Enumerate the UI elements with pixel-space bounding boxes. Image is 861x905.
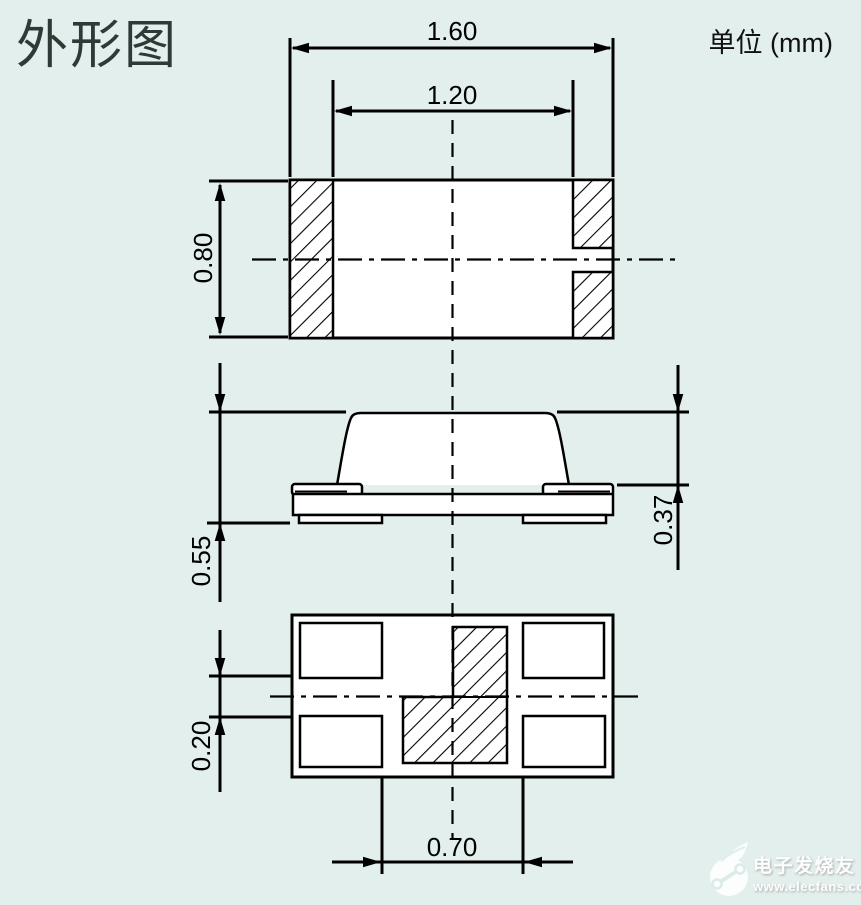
arrowhead — [334, 105, 352, 117]
side-view-left-bottom-pad — [297, 513, 384, 525]
arrowhead — [214, 717, 226, 735]
dim-label-1-20: 1.20 — [427, 80, 478, 110]
watermark-brand-text: 电子发烧友 — [753, 854, 856, 877]
dim-label-1-60: 1.60 — [427, 16, 478, 46]
watermark: 电子发烧友 www.elecfans.com — [710, 842, 861, 896]
bottom-view-pad-bottom-right — [521, 714, 607, 769]
arrowhead — [214, 394, 226, 412]
dimension-overall-width: 0.80 — [188, 179, 288, 339]
arrowhead — [214, 658, 226, 676]
arrowhead — [214, 317, 226, 335]
dimension-inner-length: 1.20 — [331, 80, 575, 177]
unit-label: 单位 (mm) — [709, 28, 833, 58]
arrowhead — [554, 105, 572, 117]
dimension-overall-length: 1.60 — [288, 16, 615, 177]
top-view-right-electrode-hatch-upper — [571, 178, 615, 250]
arrowhead — [524, 856, 542, 868]
page-title: 外形图 — [16, 17, 178, 75]
bottom-view-pad-top-right — [521, 621, 606, 680]
bottom-view — [270, 613, 643, 779]
dim-label-0-20: 0.20 — [186, 721, 216, 772]
arrowhead — [363, 856, 381, 868]
arrowhead — [672, 485, 684, 503]
top-view — [252, 178, 676, 340]
arrowhead — [291, 42, 309, 54]
dimension-pad-gap: 0.20 — [186, 630, 292, 792]
arrowhead — [594, 42, 612, 54]
dim-label-0-55: 0.55 — [186, 536, 216, 587]
dim-label-0-80: 0.80 — [188, 233, 218, 284]
dim-label-0-37: 0.37 — [648, 495, 678, 546]
bottom-view-pad-top-left — [298, 621, 384, 680]
arrowhead — [214, 523, 226, 541]
bottom-view-pad-bottom-left — [298, 714, 384, 769]
dimension-overall-height: 0.55 — [186, 363, 346, 602]
top-view-right-electrode-hatch-lower — [571, 270, 615, 340]
arrowhead — [214, 183, 226, 201]
dimension-pad-inner-span: 0.70 — [332, 777, 573, 874]
dimension-body-height: 0.37 — [557, 365, 689, 570]
side-view-right-bottom-pad — [521, 513, 608, 525]
watermark-url-text: www.elecfans.com — [752, 879, 861, 894]
arrowhead — [672, 394, 684, 412]
elecfans-logo-icon — [710, 842, 748, 896]
